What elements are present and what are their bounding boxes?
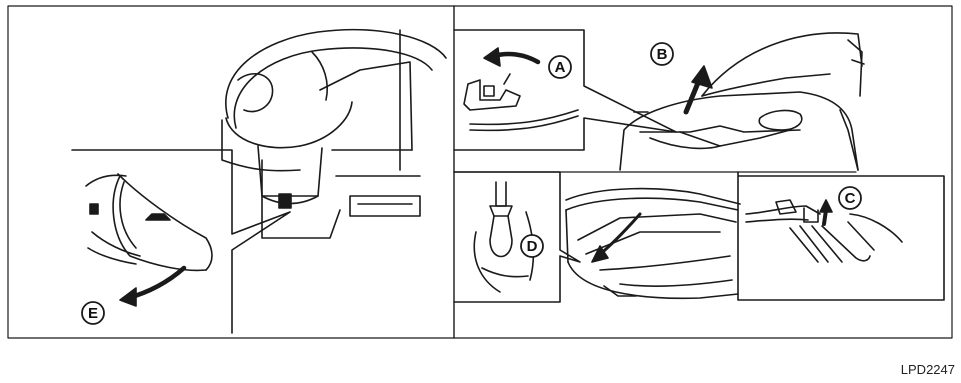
safety-lever-mechanism bbox=[464, 74, 578, 130]
engine-bay-illustration bbox=[566, 189, 740, 299]
callout-a: A bbox=[549, 56, 571, 78]
figure-code: LPD2247 bbox=[901, 362, 955, 377]
hood-release-lever bbox=[86, 174, 212, 270]
arrow-d bbox=[592, 214, 640, 262]
dashboard-illustration bbox=[222, 30, 446, 238]
arrow-c bbox=[820, 200, 832, 224]
callout-e: E bbox=[82, 302, 104, 324]
callout-c-label: C bbox=[845, 190, 856, 207]
callout-b-label: B bbox=[657, 46, 668, 63]
callout-b: B bbox=[651, 43, 673, 65]
pull-arrow-e bbox=[120, 268, 184, 306]
callout-d: D bbox=[521, 235, 543, 257]
callout-c: C bbox=[839, 187, 861, 209]
callout-a-label: A bbox=[555, 59, 566, 76]
callout-d-label: D bbox=[527, 238, 538, 255]
arrow-a bbox=[484, 48, 538, 66]
callout-e-label: E bbox=[88, 305, 98, 322]
inset-d-frame bbox=[454, 172, 580, 302]
